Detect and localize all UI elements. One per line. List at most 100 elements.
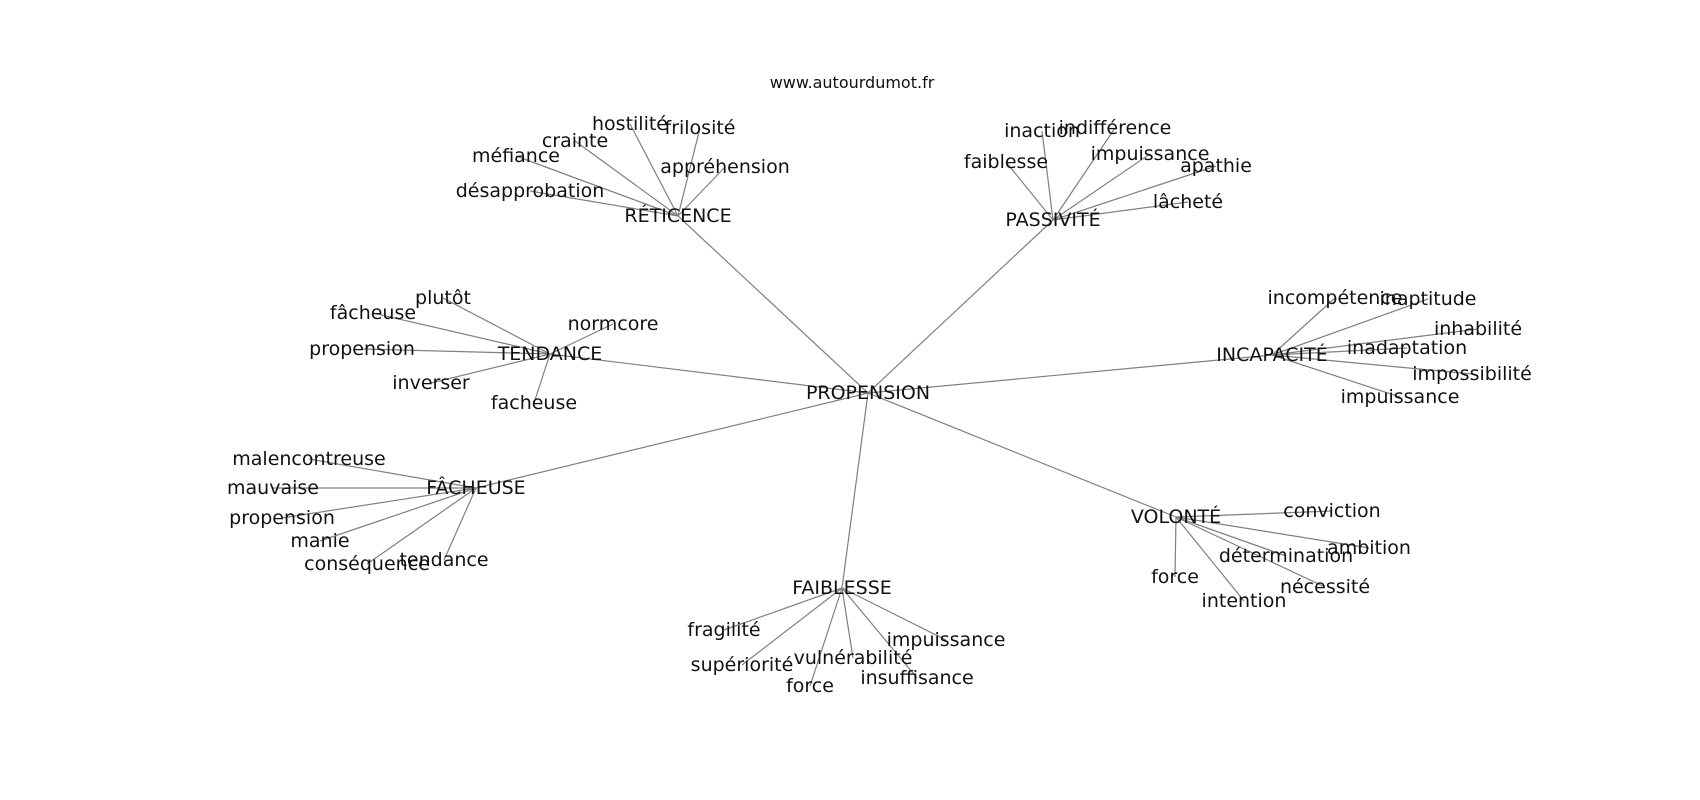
edge-root-5 bbox=[475, 392, 869, 489]
leaf-label-4-1: incompétence bbox=[1268, 287, 1403, 309]
leaf-label-1-3: crainte bbox=[542, 130, 608, 152]
leaf-label-5-4: manie bbox=[290, 530, 349, 552]
edge-group-1-4 bbox=[515, 155, 679, 217]
edge-group-2-1 bbox=[1041, 130, 1054, 221]
edge-root-6 bbox=[867, 392, 1177, 518]
leaf-label-7-2: impuissance bbox=[887, 629, 1006, 651]
leaf-label-6-1: conviction bbox=[1283, 500, 1380, 522]
leaf-label-6-5: nécessité bbox=[1280, 576, 1370, 598]
leaf-label-3-3: normcore bbox=[568, 313, 659, 335]
edge-group-4-3 bbox=[1271, 328, 1479, 356]
edge-group-7-2 bbox=[841, 587, 947, 641]
leaf-label-7-3: vulnérabilité bbox=[794, 647, 913, 669]
edge-group-1-1 bbox=[629, 123, 679, 217]
edge-group-7-5 bbox=[841, 587, 918, 679]
leaf-label-3-2: fâcheuse bbox=[330, 302, 416, 324]
edge-group-6-3 bbox=[1175, 516, 1287, 557]
leaf-label-1-6: désapprobation bbox=[456, 180, 605, 202]
edge-group-7-3 bbox=[841, 587, 854, 659]
hub-label-6: VOLONTÉ bbox=[1131, 505, 1221, 528]
edges bbox=[273, 123, 1479, 687]
edge-group-3-3 bbox=[549, 323, 614, 355]
hub-label-4: INCAPACITÉ bbox=[1216, 343, 1327, 366]
leaf-label-6-3: détermination bbox=[1219, 545, 1353, 567]
leaf-label-4-2: inaptitude bbox=[1380, 288, 1477, 310]
edge-group-6-2 bbox=[1175, 516, 1370, 549]
edge-group-4-5 bbox=[1271, 354, 1473, 375]
edge-group-6-6 bbox=[1175, 516, 1245, 602]
edge-group-6-1 bbox=[1175, 510, 1333, 518]
leaf-label-7-1: fragilité bbox=[687, 619, 760, 641]
leaf-label-3-1: plutôt bbox=[415, 287, 471, 309]
leaf-label-4-4: inadaptation bbox=[1347, 337, 1467, 359]
edge-group-4-6 bbox=[1271, 354, 1401, 398]
edge-group-5-5 bbox=[366, 487, 477, 565]
leaf-label-4-6: impuissance bbox=[1341, 386, 1460, 408]
edge-group-7-1 bbox=[723, 587, 843, 631]
edge-group-2-5 bbox=[1052, 165, 1217, 221]
edge-root-7 bbox=[841, 392, 869, 589]
leaf-label-3-5: inverser bbox=[392, 372, 470, 394]
edge-group-3-1 bbox=[442, 297, 551, 355]
leaf-label-7-6: force bbox=[786, 675, 834, 697]
hub-label-2: PASSIVITÉ bbox=[1005, 208, 1100, 231]
edge-group-6-5 bbox=[1175, 516, 1326, 588]
edge-group-1-3 bbox=[574, 140, 679, 217]
edge-group-5-6 bbox=[443, 487, 477, 561]
edge-group-7-4 bbox=[741, 587, 843, 666]
edge-group-1-5 bbox=[677, 166, 726, 217]
leaf-label-3-6: facheuse bbox=[491, 392, 577, 414]
edge-group-7-6 bbox=[809, 587, 843, 687]
site-url: www.autourdumot.fr bbox=[770, 73, 935, 92]
leaf-label-5-1: malencontreuse bbox=[232, 448, 385, 470]
leaf-label-2-3: faiblesse bbox=[964, 151, 1048, 173]
leaf-label-4-5: impossibilité bbox=[1412, 363, 1532, 385]
leaf-label-1-2: frilosité bbox=[665, 117, 736, 139]
edge-group-5-1 bbox=[308, 458, 477, 489]
edge-group-2-4 bbox=[1052, 153, 1151, 221]
edge-group-1-2 bbox=[677, 127, 701, 217]
edge-group-5-3 bbox=[281, 487, 477, 519]
edge-group-4-4 bbox=[1271, 347, 1408, 356]
leaf-label-3-4: propension bbox=[309, 338, 415, 360]
leaf-label-5-3: propension bbox=[229, 507, 335, 529]
leaf-label-7-5: insuffisance bbox=[860, 667, 973, 689]
leaf-label-2-5: apathie bbox=[1180, 155, 1252, 177]
edge-group-2-3 bbox=[1005, 161, 1054, 221]
leaf-label-6-6: intention bbox=[1202, 590, 1287, 612]
edge-group-3-6 bbox=[533, 353, 551, 404]
hub-label-5: FÂCHEUSE bbox=[426, 476, 525, 499]
edge-root-2 bbox=[867, 219, 1054, 394]
leaf-label-1-5: appréhension bbox=[660, 156, 789, 178]
edge-group-1-6 bbox=[529, 190, 679, 217]
leaf-label-2-6: lâcheté bbox=[1153, 191, 1223, 213]
leaf-label-2-4: impuissance bbox=[1091, 143, 1210, 165]
leaf-label-5-5: conséquence bbox=[304, 553, 430, 575]
leaf-label-1-4: méfiance bbox=[472, 145, 560, 167]
edge-group-6-4 bbox=[1174, 516, 1177, 578]
edge-group-4-2 bbox=[1271, 298, 1429, 356]
leaf-label-6-2: ambition bbox=[1327, 537, 1411, 559]
edge-group-4-1 bbox=[1271, 297, 1336, 356]
edge-group-2-6 bbox=[1052, 201, 1189, 221]
leaf-label-7-4: supériorité bbox=[691, 654, 794, 676]
leaf-label-5-2: mauvaise bbox=[227, 477, 319, 499]
edge-group-2-2 bbox=[1052, 127, 1116, 221]
edge-root-4 bbox=[867, 354, 1273, 394]
leaf-label-1-1: hostilité bbox=[592, 113, 668, 135]
edge-group-5-4 bbox=[319, 487, 477, 542]
root-label: PROPENSION bbox=[806, 382, 930, 404]
edge-group-3-4 bbox=[361, 348, 551, 355]
leaf-label-6-4: force bbox=[1151, 566, 1199, 588]
edge-group-3-2 bbox=[372, 312, 551, 355]
leaf-label-4-3: inhabilité bbox=[1434, 318, 1522, 340]
edge-root-1 bbox=[677, 215, 869, 394]
hub-label-3: TENDANCE bbox=[497, 343, 603, 365]
edge-root-3 bbox=[549, 353, 869, 394]
edge-group-3-5 bbox=[430, 353, 551, 384]
hub-label-7: FAIBLESSE bbox=[792, 577, 892, 599]
hub-label-1: RÉTICENCE bbox=[624, 204, 731, 227]
leaf-label-2-1: inaction bbox=[1004, 120, 1080, 142]
